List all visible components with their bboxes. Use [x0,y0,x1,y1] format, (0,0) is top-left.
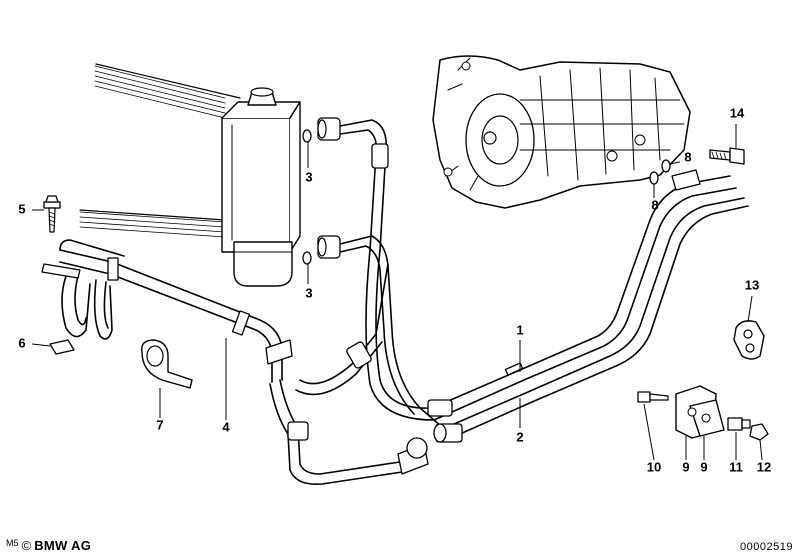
cooler-pipe-assembly-4 [41,239,429,486]
callout-9-left: 9 [682,459,689,474]
callout-12: 12 [757,459,771,474]
banjo-bolt-14 [709,147,745,165]
oil-lines-1-2 [295,119,749,443]
callout-6: 6 [18,335,25,350]
model-marker: M5 [6,538,19,548]
document-number: 00002519 [740,541,793,553]
callout-8-lower: 8 [651,197,658,212]
transmission [432,55,691,209]
callout-11: 11 [729,459,743,474]
line-holder-set [637,385,769,441]
radiator-fittings [317,117,341,259]
callout-3-lower: 3 [305,285,312,300]
callout-labels: 1 2 3 3 4 5 6 7 8 8 9 9 10 11 12 13 14 [18,105,771,474]
brand-name: BMW AG [34,538,92,553]
callout-13: 13 [745,277,759,292]
gasket-rings-8 [649,159,671,185]
callout-3-upper: 3 [305,169,312,184]
callout-14: 14 [730,105,745,120]
callout-10: 10 [647,459,661,474]
gasket-rings-3 [302,129,312,265]
callout-7: 7 [156,417,163,432]
leader-lines [31,124,763,461]
copyright-symbol: © [21,538,32,553]
callout-4: 4 [222,419,230,434]
callout-8-upper: 8 [684,149,691,164]
callout-9-right: 9 [700,459,707,474]
speed-nut-6 [49,339,75,355]
pipe-clamp-7 [141,339,193,389]
callout-1: 1 [516,322,523,337]
hex-bolt-5 [43,195,61,233]
grommet-13 [733,320,765,360]
radiator [79,63,301,287]
copyright-footer: M5 © BMW AG [6,538,91,553]
callout-5: 5 [18,201,25,216]
callout-2: 2 [516,429,523,444]
